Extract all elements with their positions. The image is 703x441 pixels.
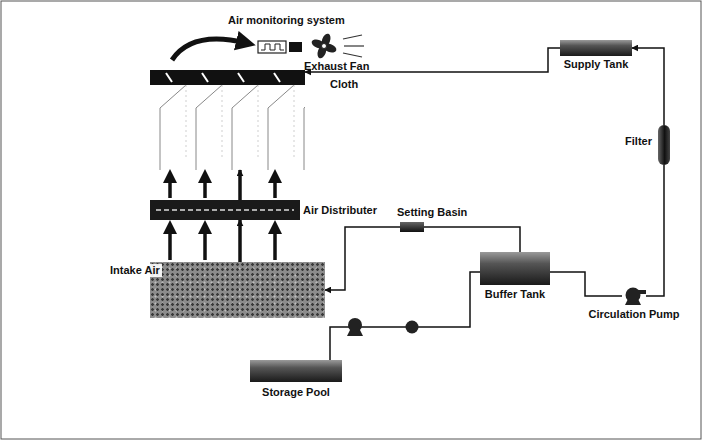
buffer-tank: Buffer Tank (480, 252, 550, 285)
air-distributor: Air Distributer (150, 200, 300, 220)
air-arrow (273, 227, 277, 260)
cloth-sheet (268, 85, 294, 170)
sensor-display (258, 41, 286, 53)
cloth-sheet (232, 85, 258, 170)
rail-slot (166, 73, 172, 82)
cloth-edge (258, 85, 259, 160)
cloth-panels: Cloth (150, 70, 305, 170)
node-label: Storage Pool (262, 386, 330, 399)
flow-connector (632, 48, 664, 125)
distributor-graphic (150, 200, 300, 220)
cloth-sheet (304, 85, 305, 170)
storage-pool: Storage Pool (250, 360, 342, 382)
sensor-wave (261, 44, 284, 50)
air-arrow (168, 176, 172, 198)
pump-body (626, 288, 641, 303)
intake-air-zone: Intake Air (150, 262, 325, 318)
circulation-pump: Circulation Pump (622, 287, 646, 305)
air-arrow (168, 227, 172, 260)
rail-slot (202, 73, 208, 82)
node-label: Filter (625, 135, 652, 148)
pump-graphic (622, 287, 646, 305)
component-label: Exhaust Fan (304, 60, 369, 73)
airflow-line (343, 35, 362, 39)
sensor-unit (289, 42, 302, 52)
fan-blade (310, 38, 326, 50)
transfer-pump (347, 318, 363, 336)
cloth-sheet (196, 85, 222, 170)
flow-connector (238, 220, 242, 262)
node-label: Cloth (330, 78, 358, 91)
rail-slot (238, 73, 244, 82)
flow-connector (305, 48, 560, 72)
node-label: Buffer Tank (485, 288, 545, 301)
filter: Filter (658, 125, 670, 165)
fan-hub (322, 44, 327, 49)
node-label: Supply Tank (564, 58, 629, 71)
airflow-line (344, 45, 364, 46)
node-label: Setting Basin (397, 206, 467, 219)
cloth-rail (150, 70, 305, 85)
node-label: Air Distributer (303, 204, 377, 217)
cloth-edge (186, 85, 187, 160)
pump-outlet (637, 290, 646, 294)
nozzle-line (156, 209, 294, 211)
flow-connector (424, 227, 520, 252)
settling-basin: Setting Basin (400, 222, 424, 232)
flow-connector (325, 227, 400, 290)
pump-body (348, 318, 362, 332)
cloth-edge (294, 85, 295, 160)
airflow-line (343, 53, 362, 57)
air-arrow (203, 176, 207, 198)
air-arrow (273, 176, 277, 198)
cloth-edge (222, 85, 223, 160)
rail-slot (274, 73, 280, 82)
valve-symbol (406, 321, 419, 334)
exhaust-fan (310, 32, 337, 59)
flow-connector (238, 170, 242, 200)
supply-tank: Supply Tank (560, 40, 632, 56)
cloth-sheet (160, 85, 186, 170)
flow-connector (646, 165, 664, 296)
air-arrow (203, 227, 207, 260)
flow-connector (330, 272, 480, 360)
node-label: Circulation Pump (588, 308, 679, 321)
node-label: Intake Air (108, 264, 162, 277)
monitoring-arrow (172, 39, 246, 60)
cloth-graphic (150, 70, 305, 170)
flow-connector (550, 272, 622, 296)
system-label: Air monitoring system (228, 14, 345, 27)
